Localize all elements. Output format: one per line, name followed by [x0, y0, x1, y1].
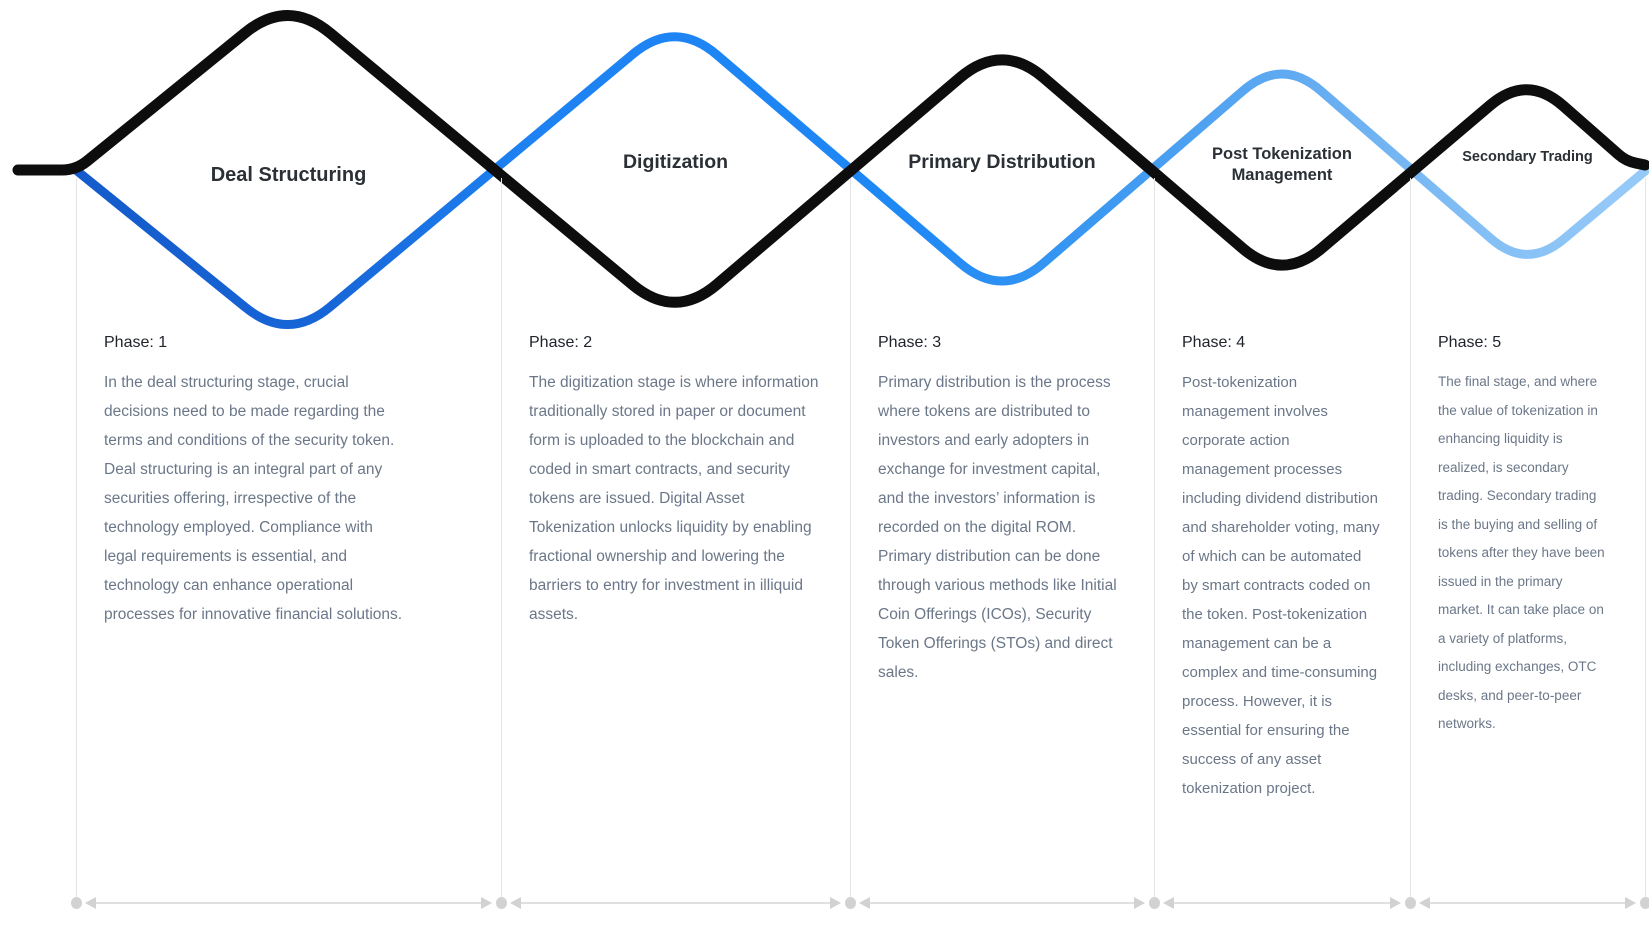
phase-label: Phase: 1: [104, 334, 168, 351]
column-divider: [501, 178, 502, 900]
phase-title-digitization: Digitization: [501, 150, 850, 175]
phase-column-2: Phase: 2 The digitization stage is where…: [501, 334, 850, 629]
phase-label: Phase: 3: [878, 334, 942, 351]
phase-label: Phase: 4: [1182, 334, 1246, 351]
span-line: [1174, 902, 1390, 904]
column-span-arrow: [510, 896, 841, 910]
arrowhead-left-icon: [510, 897, 521, 909]
column-divider: [850, 178, 851, 900]
phase-title-text: Deal Structuring: [210, 164, 367, 186]
arrowhead-right-icon: [1625, 897, 1636, 909]
phase-title-deal-structuring: Deal Structuring: [76, 162, 501, 188]
span-endpoint-dot: [1404, 897, 1416, 909]
span-line: [870, 902, 1134, 904]
phase-description: In the deal structuring stage, crucial d…: [104, 374, 403, 623]
phase-column-1: Phase: 1 In the deal structuring stage, …: [76, 334, 501, 629]
span-endpoint-dot: [70, 897, 82, 909]
column-divider: [1645, 178, 1646, 900]
phase-column-3: Phase: 3 Primary distribution is the pro…: [850, 334, 1154, 687]
arrowhead-right-icon: [1134, 897, 1145, 909]
column-span-arrow: [1419, 896, 1636, 910]
phase-title-secondary-trading: Secondary Trading: [1410, 148, 1645, 167]
span-endpoint-dot: [1639, 897, 1649, 909]
span-endpoint-dot: [495, 897, 507, 909]
span-endpoint-dot: [1148, 897, 1160, 909]
phase-title-primary-distribution: Primary Distribution: [850, 150, 1154, 175]
arrowhead-left-icon: [859, 897, 870, 909]
phase-title-text: Digitization: [622, 151, 729, 173]
blue-wave-line: [71, 32, 1649, 329]
span-line: [521, 902, 830, 904]
span-endpoint-dot: [844, 897, 856, 909]
span-line: [1430, 902, 1625, 904]
column-divider: [1154, 178, 1155, 900]
phase-description: The digitization stage is where informat…: [529, 374, 819, 623]
phase-title-text: Secondary Trading: [1462, 149, 1593, 165]
phase-description: The final stage, and where the value of …: [1438, 374, 1605, 731]
span-line: [96, 902, 481, 904]
black-wave-line: [12, 10, 1649, 308]
arrowhead-left-icon: [1419, 897, 1430, 909]
phase-title-text: Post Tokenization Management: [1212, 145, 1352, 185]
phase-label: Phase: 2: [529, 334, 593, 351]
phase-column-5: Phase: 5 The final stage, and where the …: [1410, 334, 1645, 739]
column-span-arrow: [1163, 896, 1401, 910]
arrowhead-right-icon: [1390, 897, 1401, 909]
wave-lines: [12, 10, 1649, 329]
arrowhead-right-icon: [830, 897, 841, 909]
phase-column-4: Phase: 4 Post-tokenization management in…: [1154, 334, 1410, 803]
phase-label: Phase: 5: [1438, 334, 1502, 351]
arrowhead-left-icon: [1163, 897, 1174, 909]
column-span-arrow: [859, 896, 1145, 910]
phase-title-text: Primary Distribution: [908, 151, 1096, 173]
phase-description: Post-tokenization management involves co…: [1182, 374, 1380, 797]
column-divider: [76, 178, 77, 900]
column-span-arrow: [85, 896, 492, 910]
arrowhead-left-icon: [85, 897, 96, 909]
phase-title-post-tokenization-management: Post Tokenization Management: [1154, 144, 1410, 187]
phase-description: Primary distribution is the process wher…: [878, 374, 1117, 681]
arrowhead-right-icon: [481, 897, 492, 909]
column-divider: [1410, 178, 1411, 900]
